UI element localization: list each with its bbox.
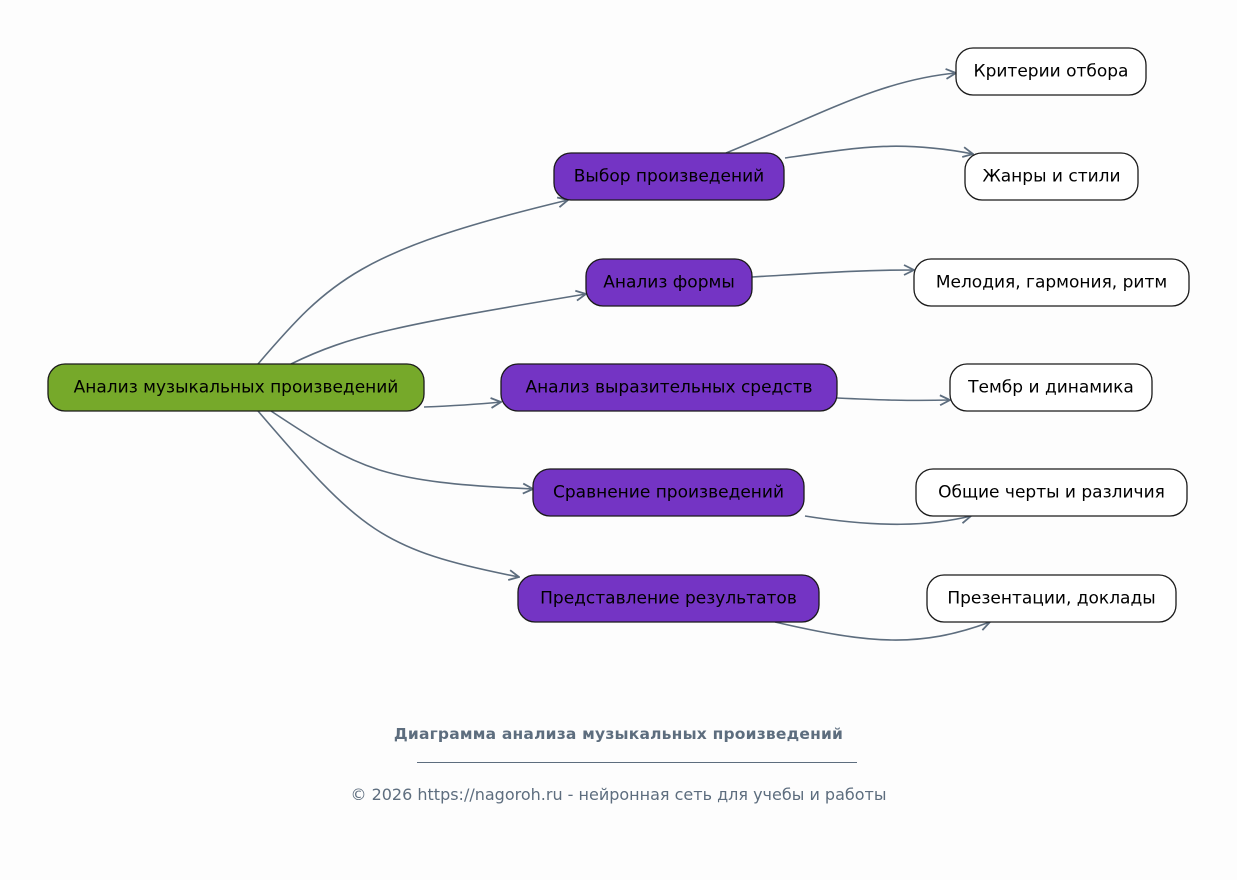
branch-node-b4[interactable]: Сравнение произведений	[532, 468, 805, 517]
leaf-node-label: Презентации, доклады	[947, 589, 1155, 609]
edge-root-to-b4	[270, 410, 533, 489]
leaf-node-label: Тембр и динамика	[967, 378, 1134, 398]
leaf-node-label: Общие черты и различия	[938, 483, 1165, 503]
leaf-node-l4[interactable]: Общие черты и различия	[915, 468, 1188, 517]
edge-b2-to-l2	[751, 270, 914, 278]
edge-root-to-b2	[290, 294, 586, 365]
branch-node-b3[interactable]: Анализ выразительных средств	[500, 363, 838, 412]
branch-node-label: Выбор произведений	[574, 167, 764, 187]
branch-node-box	[532, 468, 805, 517]
leaf-node-box	[913, 258, 1190, 307]
edge-b5-to-l5	[774, 622, 990, 641]
branch-node-b5[interactable]: Представление результатов	[517, 574, 820, 623]
leaf-node-l1b[interactable]: Жанры и стили	[964, 152, 1139, 201]
root-node-label: Анализ музыкальных произведений	[74, 378, 399, 398]
edge-b4-to-l4	[804, 516, 971, 526]
branch-node-label: Сравнение произведений	[553, 483, 784, 503]
edge-root-to-b5	[257, 410, 519, 577]
edge-b1-to-l1b	[784, 145, 973, 159]
copyright-text: © 2026 https://nagoroh.ru - нейронная се…	[350, 785, 887, 804]
branch-node-box	[517, 574, 820, 623]
leaf-node-l1a[interactable]: Критерии отбора	[955, 47, 1147, 96]
branch-node-box	[500, 363, 838, 412]
edge-root-to-b3	[423, 402, 501, 407]
branch-node-box	[585, 258, 753, 307]
leaf-node-l5[interactable]: Презентации, доклады	[926, 574, 1177, 623]
diagram-caption-title: Диаграмма анализа музыкальных произведен…	[393, 725, 844, 743]
leaf-node-l2[interactable]: Мелодия, гармония, ритм	[913, 258, 1190, 307]
branch-node-box	[553, 152, 785, 201]
leaf-node-box	[964, 152, 1139, 201]
leaf-node-label: Жанры и стили	[982, 167, 1120, 187]
branch-node-b1[interactable]: Выбор произведений	[553, 152, 785, 201]
edge-b3-to-l3	[836, 398, 950, 400]
edges-layer	[257, 73, 990, 641]
leaf-node-l3[interactable]: Тембр и динамика	[949, 363, 1153, 412]
leaf-node-box	[955, 47, 1147, 96]
root-node-root[interactable]: Анализ музыкальных произведений	[47, 363, 425, 412]
nodes-layer: Анализ музыкальных произведений Выбор про…	[47, 47, 1190, 623]
leaf-node-box	[915, 468, 1188, 517]
leaf-node-box	[926, 574, 1177, 623]
leaf-node-box	[949, 363, 1153, 412]
root-node-box	[47, 363, 425, 412]
branch-node-label: Анализ выразительных средств	[525, 378, 812, 398]
branch-node-label: Анализ формы	[603, 273, 735, 293]
leaf-node-label: Мелодия, гармония, ритм	[936, 273, 1167, 293]
leaf-node-label: Критерии отбора	[974, 62, 1129, 82]
branch-node-label: Представление результатов	[540, 589, 797, 609]
edge-root-to-b1	[257, 200, 568, 365]
edge-b1-to-l1a	[725, 73, 956, 154]
branch-node-b2[interactable]: Анализ формы	[585, 258, 753, 307]
caption-divider	[417, 762, 857, 763]
